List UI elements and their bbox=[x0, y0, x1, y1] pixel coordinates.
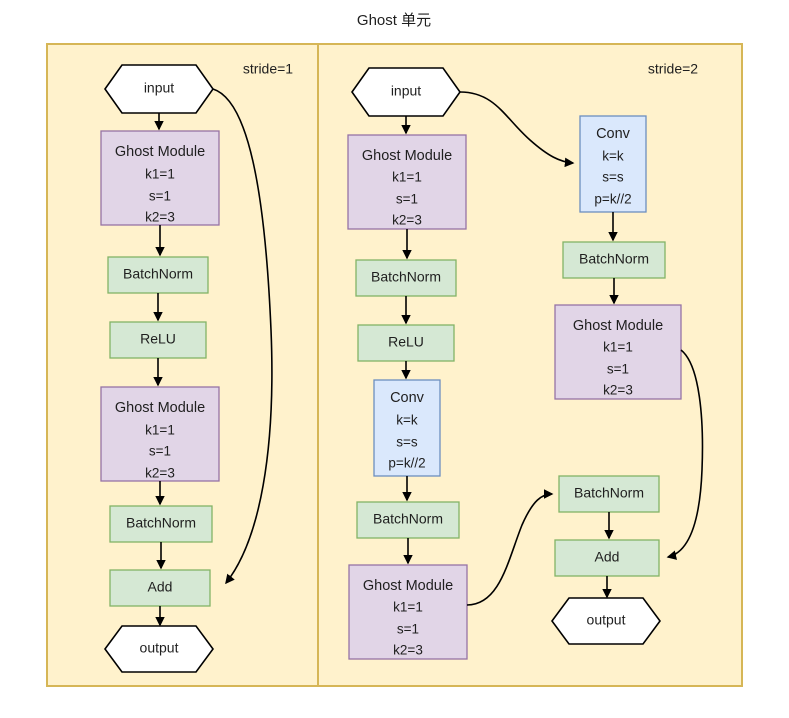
ghost-module-2-shape bbox=[100, 386, 220, 482]
ghost-module-1-k2-2: k2=3 bbox=[392, 213, 422, 228]
ghost-module-2-s-2: s=1 bbox=[397, 622, 419, 637]
batchnorm-2-label-2: BatchNorm bbox=[373, 511, 443, 527]
edge-input-to-conv-shortcut bbox=[459, 91, 575, 168]
page-title: Ghost 单元 bbox=[357, 12, 431, 29]
node-ghost-module-1-stride2[interactable]: Ghost Module k1=1 s=1 k2=3 bbox=[347, 134, 467, 230]
batchnorm-1-label-2: BatchNorm bbox=[371, 269, 441, 285]
node-batchnorm-merge-stride2[interactable]: BatchNorm bbox=[558, 475, 660, 513]
node-input-stride2[interactable]: input bbox=[351, 67, 461, 117]
ghost-module-1-shape-2 bbox=[347, 134, 467, 230]
conv-shortcut-s: s=s bbox=[602, 170, 624, 185]
conv-main-s: s=s bbox=[396, 435, 418, 450]
ghost-module-2-k2-2: k2=3 bbox=[393, 643, 423, 658]
add-label: Add bbox=[148, 579, 173, 595]
relu-label-2: ReLU bbox=[388, 334, 424, 350]
node-batchnorm-shortcut-stride2[interactable]: BatchNorm bbox=[562, 241, 666, 279]
edge-ghost-shortcut-to-add bbox=[666, 349, 704, 560]
ghost-module-1-k1: k1=1 bbox=[145, 167, 175, 182]
ghost-module-1-k2: k2=3 bbox=[145, 210, 175, 225]
node-conv-shortcut-stride2[interactable]: Conv k=k s=s p=k//2 bbox=[579, 115, 647, 213]
node-input-stride1[interactable]: input bbox=[104, 64, 214, 114]
relu-label: ReLU bbox=[140, 331, 176, 347]
node-batchnorm-1-stride2[interactable]: BatchNorm bbox=[355, 259, 457, 297]
node-batchnorm-2-stride2[interactable]: BatchNorm bbox=[356, 501, 460, 539]
ghost-module-1-title-2: Ghost Module bbox=[362, 148, 452, 164]
ghost-module-1-s: s=1 bbox=[149, 189, 171, 204]
ghost-module-2-title: Ghost Module bbox=[115, 400, 205, 416]
panel-stride2-label: stride=2 bbox=[648, 61, 698, 77]
batchnorm-1-shape-2 bbox=[355, 259, 457, 297]
node-conv-main-stride2[interactable]: Conv k=k s=s p=k//2 bbox=[373, 379, 441, 477]
batchnorm-merge-label: BatchNorm bbox=[574, 485, 644, 501]
node-ghost-module-2-stride2[interactable]: Ghost Module k1=1 s=1 k2=3 bbox=[348, 564, 468, 660]
node-output-stride1[interactable]: output bbox=[104, 625, 214, 673]
ghost-module-shortcut-s: s=1 bbox=[607, 362, 629, 377]
node-add-stride2[interactable]: Add bbox=[554, 539, 660, 577]
edge-ghost2-to-bn-merge bbox=[466, 489, 554, 606]
ghost-module-1-s-2: s=1 bbox=[396, 192, 418, 207]
panel-stride1-label: stride=1 bbox=[243, 61, 293, 77]
node-output-stride2[interactable]: output bbox=[551, 597, 661, 645]
node-batchnorm-1-stride1[interactable]: BatchNorm bbox=[107, 256, 209, 294]
add-shape-2 bbox=[554, 539, 660, 577]
ghost-module-2-k2: k2=3 bbox=[145, 466, 175, 481]
ghost-module-shortcut-title: Ghost Module bbox=[573, 318, 663, 334]
ghost-module-shortcut-k1: k1=1 bbox=[603, 340, 633, 355]
ghost-module-shortcut-shape bbox=[554, 304, 682, 400]
batchnorm-merge-shape bbox=[558, 475, 660, 513]
ghost-module-2-shape-2 bbox=[348, 564, 468, 660]
panel-stride1: stride=1 input Ghost Module k1=1 s=1 k2=… bbox=[46, 43, 319, 687]
batchnorm-2-shape-2 bbox=[356, 501, 460, 539]
conv-shortcut-title: Conv bbox=[596, 126, 631, 142]
relu-shape-2 bbox=[357, 324, 455, 362]
conv-main-shape bbox=[373, 379, 441, 477]
node-batchnorm-2-stride1[interactable]: BatchNorm bbox=[109, 505, 213, 543]
node-ghost-module-2-stride1[interactable]: Ghost Module k1=1 s=1 k2=3 bbox=[100, 386, 220, 482]
ghost-module-1-title: Ghost Module bbox=[115, 144, 205, 160]
ghost-module-2-k1: k1=1 bbox=[145, 423, 175, 438]
edge-skip-input-to-add-stride1 bbox=[212, 88, 273, 585]
batchnorm-2-label: BatchNorm bbox=[126, 515, 196, 531]
conv-shortcut-k: k=k bbox=[602, 149, 624, 164]
node-relu-stride1[interactable]: ReLU bbox=[109, 321, 207, 359]
ghost-module-shortcut-k2: k2=3 bbox=[603, 383, 633, 398]
node-output-stride2-label: output bbox=[587, 612, 626, 628]
batchnorm-1-label: BatchNorm bbox=[123, 266, 193, 282]
panel-stride2: stride=2 input Ghost Module k1=1 s=1 k2=… bbox=[317, 43, 743, 687]
ghost-module-2-s: s=1 bbox=[149, 444, 171, 459]
conv-main-title: Conv bbox=[390, 390, 425, 406]
conv-main-k: k=k bbox=[396, 413, 418, 428]
output-hexagon-shape bbox=[104, 625, 214, 673]
node-input-stride2-label: input bbox=[391, 83, 421, 99]
conv-main-p: p=k//2 bbox=[388, 456, 425, 471]
ghost-module-2-k1-2: k1=1 bbox=[393, 600, 423, 615]
node-ghost-module-shortcut-stride2[interactable]: Ghost Module k1=1 s=1 k2=3 bbox=[554, 304, 682, 400]
ghost-module-1-shape bbox=[100, 130, 220, 226]
node-input-stride1-label: input bbox=[144, 80, 174, 96]
node-output-stride1-label: output bbox=[140, 640, 179, 656]
node-relu-stride2[interactable]: ReLU bbox=[357, 324, 455, 362]
conv-shortcut-p: p=k//2 bbox=[594, 192, 631, 207]
conv-shortcut-shape bbox=[579, 115, 647, 213]
node-ghost-module-1-stride1[interactable]: Ghost Module k1=1 s=1 k2=3 bbox=[100, 130, 220, 226]
batchnorm-shortcut-label: BatchNorm bbox=[579, 251, 649, 267]
node-add-stride1[interactable]: Add bbox=[109, 569, 211, 607]
output-hexagon-shape-2 bbox=[551, 597, 661, 645]
batchnorm-shortcut-shape bbox=[562, 241, 666, 279]
add-label-2: Add bbox=[595, 549, 620, 565]
ghost-module-2-title-2: Ghost Module bbox=[363, 578, 453, 594]
ghost-module-1-k1-2: k1=1 bbox=[392, 170, 422, 185]
